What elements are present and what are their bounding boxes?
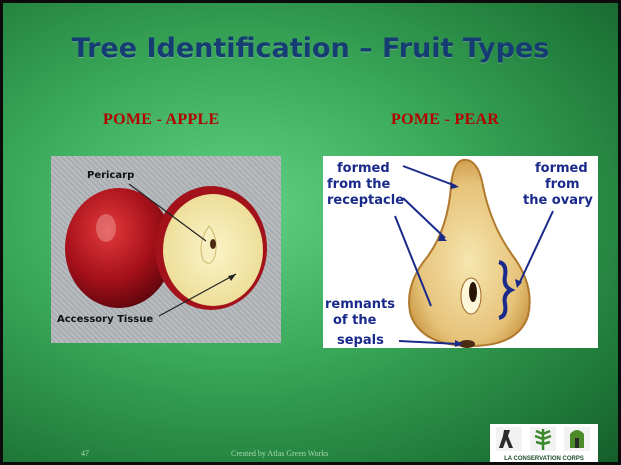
accessory-tissue-label: Accessory Tissue <box>57 314 153 325</box>
sepals-line-3: sepals <box>337 333 384 348</box>
logo-text: LA CONSERVATION CORPS <box>490 456 598 462</box>
footer-credit: Created by Atlas Green Works <box>231 449 328 458</box>
pear-illustration: formed from the receptacle formed from t… <box>323 156 598 348</box>
apple-photo: Pericarp Accessory Tissue <box>51 156 281 343</box>
conservation-corps-logo: LA CONSERVATION CORPS <box>490 424 598 462</box>
ovary-line-1: formed <box>535 161 588 176</box>
apple-illustration: Pericarp Accessory Tissue <box>51 156 281 343</box>
slide-number: 47 <box>81 449 89 458</box>
receptacle-line-3: receptacle <box>327 193 404 208</box>
logo-icons <box>490 424 598 454</box>
receptacle-line-1: formed <box>337 161 390 176</box>
ovary-line-3: the ovary <box>523 193 593 208</box>
ovary-line-2: from <box>545 177 580 192</box>
apple-label: POME - APPLE <box>103 111 219 129</box>
sepals-line-2: of the <box>333 313 377 328</box>
pear-label: POME - PEAR <box>391 111 499 129</box>
slide-title: Tree Identification – Fruit Types <box>3 33 618 64</box>
pear-photo: formed from the receptacle formed from t… <box>323 156 598 348</box>
pericarp-label: Pericarp <box>87 170 134 181</box>
sepals-line-1: remnants <box>325 297 395 312</box>
receptacle-line-2: from the <box>327 177 391 192</box>
pear-half <box>409 160 530 346</box>
slide: Tree Identification – Fruit Types POME -… <box>3 3 618 462</box>
